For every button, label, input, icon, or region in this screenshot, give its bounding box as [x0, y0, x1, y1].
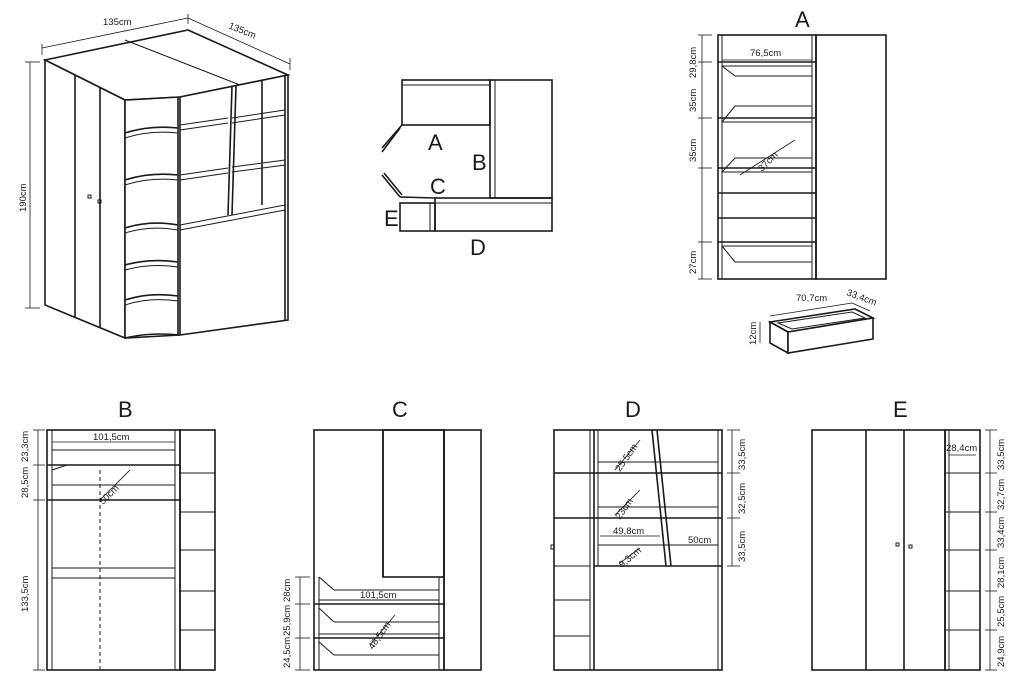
view-d-h3-label: 33,5cm	[737, 531, 748, 562]
iso-handle-2	[97, 199, 102, 204]
view-c-width-label: 101,5cm	[360, 590, 397, 601]
view-c-h3-label: 24,5cm	[282, 637, 293, 668]
iso-width-left-label: 135cm	[103, 17, 132, 28]
view-e-h6-label: 24,9cm	[996, 636, 1007, 667]
view-d-w1-label: 49,8cm	[613, 526, 644, 537]
view-a-h3-label: 35cm	[688, 139, 699, 162]
view-e-h3-label: 33,4cm	[996, 517, 1007, 548]
view-d-w2-label: 50cm	[688, 535, 711, 546]
plan-label-E: E	[384, 206, 399, 231]
view-a-h1-label: 29,8cm	[688, 47, 699, 78]
isometric-view: 135cm 135cm 190cm	[18, 14, 291, 340]
iso-handle-1	[87, 194, 92, 199]
view-c-h1-label: 28cm	[282, 579, 293, 602]
view-e-title: E	[893, 397, 908, 422]
view-e-handle-left	[895, 542, 900, 547]
view-a: A 76,5cm 37cm 29,8cm 35cm	[688, 7, 887, 280]
plan-label-D: D	[470, 235, 486, 260]
view-b-title: B	[118, 397, 133, 422]
view-e: E 28,4cm 33,5cm 32,7cm 33,4cm 28,1cm 25,…	[811, 397, 1007, 671]
drawer-depth-label: 33,4cm	[845, 287, 878, 308]
view-c-depth-label: 48,5cm	[366, 620, 393, 652]
view-c: C 101,5cm 48,5cm 28cm 25,9cm 24,5cm	[282, 397, 482, 671]
view-d-h2-label: 32,5cm	[737, 483, 748, 514]
view-b-width-label: 101,5cm	[93, 432, 130, 443]
view-e-w-label: 28,4cm	[946, 443, 977, 454]
view-e-h5-label: 25,5cm	[996, 596, 1007, 627]
view-d: D 25,5cm 23cm 49,8cm 50cm 9,3cm 33,5cm	[550, 397, 748, 671]
view-b-h1-label: 23,3cm	[20, 431, 31, 462]
view-e-h2-label: 32,7cm	[996, 479, 1007, 510]
view-b: B 101,5cm 50cm 23,3cm 28,5cm 133,5cm	[20, 397, 216, 671]
drawer-width-label: 70,7cm	[796, 293, 827, 304]
plan-view: A B C D E	[381, 79, 553, 260]
drawer-detail: 70,7cm 33,4cm 12cm	[748, 287, 878, 355]
iso-width-right-label: 135cm	[227, 21, 258, 42]
plan-label-B: B	[472, 150, 487, 175]
view-e-h4-label: 28,1cm	[996, 557, 1007, 588]
view-d-title: D	[625, 397, 641, 422]
view-a-h4-label: 27cm	[688, 251, 699, 274]
view-a-depth-label: 37cm	[756, 150, 780, 174]
view-c-h2-label: 25,9cm	[282, 605, 293, 636]
view-d-d1-label: 25,5cm	[613, 442, 640, 474]
view-c-title: C	[392, 397, 408, 422]
view-b-h3-label: 133,5cm	[20, 575, 31, 612]
view-a-title: A	[795, 7, 810, 32]
view-d-h1-label: 33,5cm	[737, 439, 748, 470]
view-a-h2-label: 35cm	[688, 89, 699, 112]
iso-height-label: 190cm	[18, 183, 29, 212]
view-e-h1-label: 33,5cm	[996, 439, 1007, 470]
view-e-handle-right	[908, 544, 913, 549]
view-a-width-label: 76,5cm	[750, 48, 781, 59]
drawer-height-label: 12cm	[748, 322, 759, 345]
view-b-depth-label: 50cm	[97, 483, 121, 507]
plan-label-C: C	[430, 174, 446, 199]
plan-label-A: A	[428, 130, 443, 155]
view-b-h2-label: 28,5cm	[20, 467, 31, 498]
